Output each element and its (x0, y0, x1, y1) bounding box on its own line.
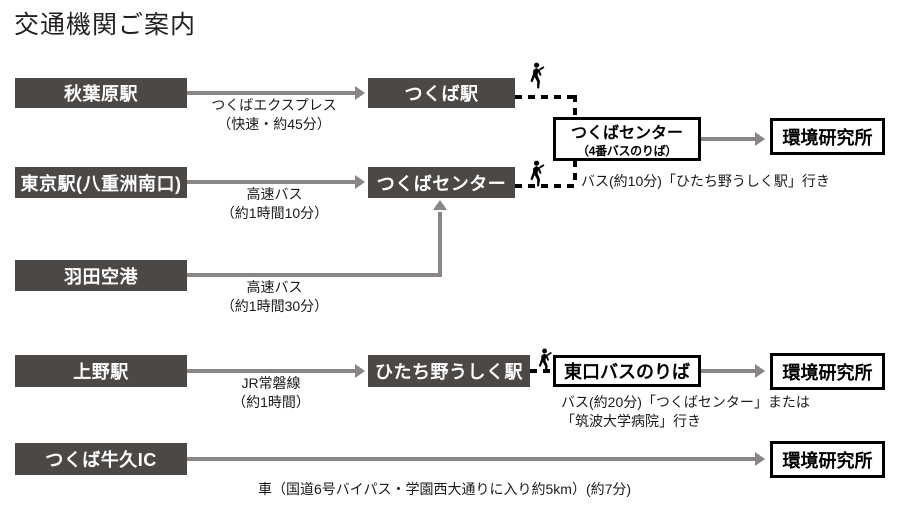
connector-dashed-vertical-to-center-stop (573, 95, 577, 120)
node-tsukuba-center-label: つくばセンター (376, 173, 507, 194)
connector-haneda-horizontal (187, 273, 442, 277)
caption-highway-bus-haneda-line1: 高速バス (246, 279, 303, 295)
node-tsukuba-station: つくば駅 (368, 78, 515, 108)
pedestrian-walking-icon (538, 348, 552, 373)
arrowhead-tokyo-to-tsukuba-center (355, 175, 365, 189)
connector-dashed-tsukuba-center-to-stop (515, 184, 577, 188)
node-haneda-airport: 羽田空港 (15, 260, 187, 291)
node-tsukuba-center-bus-stop: つくばセンター （4番バスのりば） (553, 117, 701, 161)
connector-haneda-vertical (438, 212, 442, 275)
arrowhead-east-exit-to-nies (755, 364, 765, 378)
connector-center-stop-to-nies (701, 137, 755, 141)
node-ueno-station-label: 上野駅 (73, 362, 129, 382)
node-nies-bottom: 環境研究所 (770, 441, 885, 478)
node-nies-bottom-label: 環境研究所 (782, 450, 873, 471)
arrowhead-ueno-to-hitachino (355, 364, 365, 378)
node-nies-middle-label: 環境研究所 (782, 362, 873, 383)
caption-highway-bus-tokyo-line2: （約1時間10分） (220, 205, 329, 221)
caption-highway-bus-haneda: 高速バス （約1時間30分） (192, 278, 357, 316)
node-east-exit-bus-stop-label: 東口バスのりば (564, 362, 690, 382)
caption-highway-bus-haneda-line2: （約1時間30分） (220, 298, 329, 314)
node-tokyo-station: 東京駅(八重洲南口) (15, 167, 187, 198)
node-nies-middle: 環境研究所 (770, 353, 885, 390)
node-east-exit-bus-stop: 東口バスのりば (553, 355, 701, 387)
caption-bus-20min-line2: 「筑波大学病院」行き (561, 413, 701, 429)
arrowhead-center-stop-to-nies (755, 132, 765, 146)
node-haneda-airport-label: 羽田空港 (64, 266, 138, 287)
node-tokyo-station-label: 東京駅(八重洲南口) (20, 173, 182, 194)
caption-jr-joban-line: JR常磐線 （約1時間） (196, 374, 346, 412)
pedestrian-walking-icon (530, 62, 545, 89)
connector-ic-to-nies (187, 457, 755, 461)
caption-jr-joban-line1: JR常磐線 (241, 375, 301, 391)
caption-car-route: 車（国道6号バイパス・学園西大通りに入り約5km）(約7分) (258, 481, 632, 497)
node-tsukuba-center-bus-stop-label: つくばセンター (570, 125, 683, 142)
caption-highway-bus-tokyo-line1: 高速バス (246, 186, 303, 202)
node-hitachino-ushiku-station: ひたち野うしく駅 (368, 355, 530, 387)
arrowhead-haneda-to-tsukuba-center (433, 200, 447, 210)
connector-tokyo-to-tsukuba-center (187, 180, 355, 184)
caption-bus-20min-line1: バス(約20分)「つくばセンター」または (561, 394, 810, 410)
caption-bus-20min: バス(約20分)「つくばセンター」または 「筑波大学病院」行き (561, 393, 810, 431)
node-ueno-station: 上野駅 (15, 355, 187, 387)
node-tsukuba-station-label: つくば駅 (404, 84, 479, 104)
node-tsukuba-ushiku-ic-label: つくば牛久IC (45, 450, 157, 470)
caption-highway-bus-tokyo: 高速バス （約1時間10分） (192, 185, 357, 223)
caption-bus-10min: バス(約10分)「ひたち野うしく駅」行き (581, 173, 830, 189)
node-tsukuba-ushiku-ic: つくば牛久IC (15, 443, 187, 475)
node-tsukuba-center-bus-stop-sublabel: （4番バスのりば） (577, 144, 677, 158)
connector-dashed-tsukuba-station-to-center-stop (515, 95, 577, 99)
connector-dashed-vertical-stop-to-center (573, 160, 577, 186)
connector-akihabara-to-tsukuba-station (187, 91, 355, 95)
caption-tsukuba-express-line1: つくばエクスプレス (211, 97, 337, 113)
node-nies-top: 環境研究所 (770, 118, 885, 155)
arrowhead-akihabara-to-tsukuba-station (355, 86, 365, 100)
connector-dashed-hitachino-to-east-exit (530, 369, 555, 373)
connector-east-exit-to-nies (701, 369, 755, 373)
caption-tsukuba-express: つくばエクスプレス （快速・約45分） (185, 96, 363, 134)
node-hitachino-ushiku-station-label: ひたち野うしく駅 (375, 362, 523, 382)
node-akihabara-station-label: 秋葉原駅 (64, 84, 138, 104)
page-title: 交通機関ご案内 (14, 11, 197, 39)
node-nies-top-label: 環境研究所 (782, 127, 873, 148)
connector-ueno-to-hitachino (187, 369, 355, 373)
caption-jr-joban-line2: （約1時間） (232, 394, 310, 410)
node-akihabara-station: 秋葉原駅 (15, 78, 187, 108)
pedestrian-walking-icon (530, 160, 545, 187)
node-tsukuba-center: つくばセンター (368, 167, 515, 198)
arrowhead-ic-to-nies (755, 452, 765, 466)
caption-tsukuba-express-line2: （快速・約45分） (217, 116, 331, 132)
